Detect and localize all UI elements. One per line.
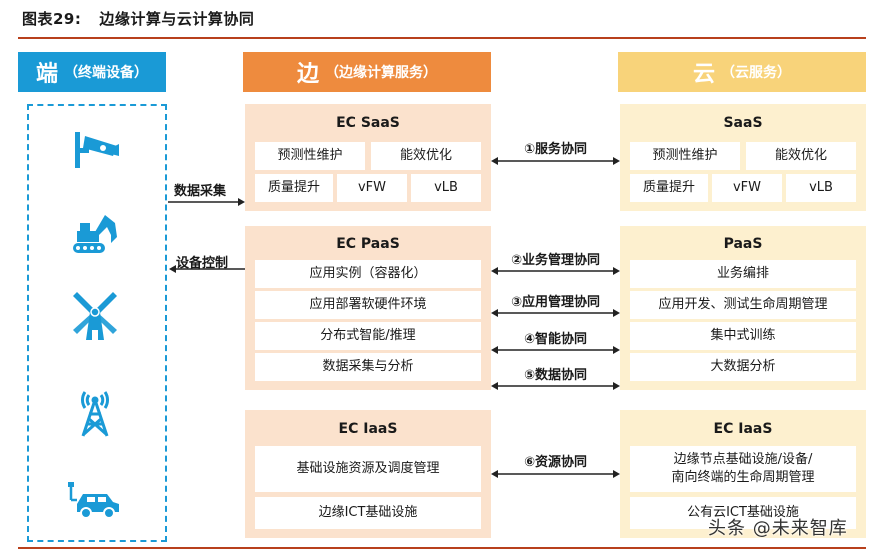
header-end-small: （终端设备） [64, 65, 148, 81]
cloud-paas-panel: PaaS 业务编排 应用开发、测试生命周期管理 集中式训练 大数据分析 [620, 226, 866, 390]
data-collect-label: 数据采集 [174, 184, 227, 199]
cloud-iaas-line2: 南向终端的生命周期管理 [671, 470, 815, 485]
cloud-saas-quality: 质量提升 [630, 174, 708, 202]
cloud-saas-vfw: vFW [712, 174, 782, 202]
cloud-paas-title: PaaS [723, 236, 763, 252]
edge-iaas-panel: EC IaaS 基础设施资源及调度管理 边缘ICT基础设施 [245, 410, 491, 538]
cloud-paas-item: 业务编排 [630, 260, 856, 288]
edge-paas-item: 分布式智能/推理 [255, 322, 481, 350]
edge-paas-panel: EC PaaS 应用实例（容器化） 应用部署软硬件环境 分布式智能/推理 数据采… [245, 226, 491, 390]
edge-iaas-item: 边缘ICT基础设施 [255, 497, 481, 529]
device-frame [27, 104, 167, 542]
device-control-label: 设备控制 [176, 256, 229, 271]
edge-paas-title: EC PaaS [336, 236, 400, 252]
collab-service-label: ①服务协同 [523, 142, 587, 157]
electric-car-icon [68, 482, 119, 519]
cloud-saas-energy: 能效优化 [746, 142, 856, 170]
collab-business-label: ②业务管理协同 [510, 253, 600, 268]
collab-resource-arrow [491, 470, 620, 478]
edge-paas-item: 数据采集与分析 [255, 353, 481, 381]
excavator-icon [73, 215, 117, 253]
collab-data-label: ⑤数据协同 [523, 368, 587, 383]
edge-saas-vfw: vFW [337, 174, 407, 202]
data-collect-arrow [168, 198, 245, 206]
header-cloud-big: 云 [692, 62, 715, 87]
edge-saas-predictive: 预测性维护 [255, 142, 365, 170]
edge-saas-title: EC SaaS [336, 115, 400, 131]
collab-app-arrow [491, 309, 620, 317]
edge-iaas-title: EC IaaS [338, 421, 398, 437]
cloud-paas-item: 大数据分析 [630, 353, 856, 381]
header-end-big: 端 [35, 62, 58, 87]
collab-business-arrow [491, 267, 620, 275]
collab-service-arrow [491, 157, 620, 165]
top-rule [18, 37, 866, 39]
edge-saas-vlb: vLB [411, 174, 481, 202]
figure-title-text: 边缘计算与云计算协同 [99, 10, 255, 28]
cloud-iaas-public: 公有云ICT基础设施 [630, 497, 856, 529]
bottom-rule [18, 547, 866, 549]
header-cloud-small: （云服务） [721, 65, 791, 81]
cloud-saas-panel: SaaS 预测性维护 能效优化 质量提升 vFW vLB [620, 104, 866, 211]
edge-iaas-item: 基础设施资源及调度管理 [255, 446, 481, 492]
signal-tower-icon [80, 391, 110, 437]
header-edge-small: （边缘计算服务） [325, 65, 437, 81]
cloud-iaas-lifecycle: 边缘节点基础设施/设备/ 南向终端的生命周期管理 [630, 446, 856, 492]
header-edge-big: 边 [296, 62, 319, 87]
header-end-devices: 端 （终端设备） [18, 52, 166, 92]
cloud-saas-vlb: vLB [786, 174, 856, 202]
cloud-paas-item: 集中式训练 [630, 322, 856, 350]
collab-resource-label: ⑥资源协同 [523, 455, 587, 470]
windmill-icon [73, 292, 117, 340]
header-edge-services: 边 （边缘计算服务） [243, 52, 491, 92]
cloud-saas-title: SaaS [723, 115, 763, 131]
header-cloud-services: 云 （云服务） [618, 52, 866, 92]
camera-icon [75, 132, 119, 168]
cloud-iaas-panel: EC IaaS 边缘节点基础设施/设备/ 南向终端的生命周期管理 公有云ICT基… [620, 410, 866, 538]
cloud-iaas-title: EC IaaS [713, 421, 773, 437]
edge-paas-item: 应用实例（容器化） [255, 260, 481, 288]
figure-title: 图表29: 边缘计算与云计算协同 [22, 8, 254, 29]
cloud-saas-predictive: 预测性维护 [630, 142, 740, 170]
collab-intel-arrow [491, 346, 620, 354]
edge-saas-energy: 能效优化 [371, 142, 481, 170]
edge-paas-item: 应用部署软硬件环境 [255, 291, 481, 319]
edge-saas-quality: 质量提升 [255, 174, 333, 202]
collab-app-label: ③应用管理协同 [510, 295, 600, 310]
device-control-arrow [169, 265, 246, 273]
edge-saas-panel: EC SaaS 预测性维护 能效优化 质量提升 vFW vLB [245, 104, 491, 211]
watermark: 头条 @未来智库 [708, 518, 848, 539]
cloud-iaas-line1: 边缘节点基础设施/设备/ [673, 452, 813, 467]
cloud-paas-item: 应用开发、测试生命周期管理 [630, 291, 856, 319]
figure-label: 图表29: [22, 10, 82, 28]
collab-data-arrow [491, 382, 620, 390]
collab-intel-label: ④智能协同 [523, 332, 587, 347]
